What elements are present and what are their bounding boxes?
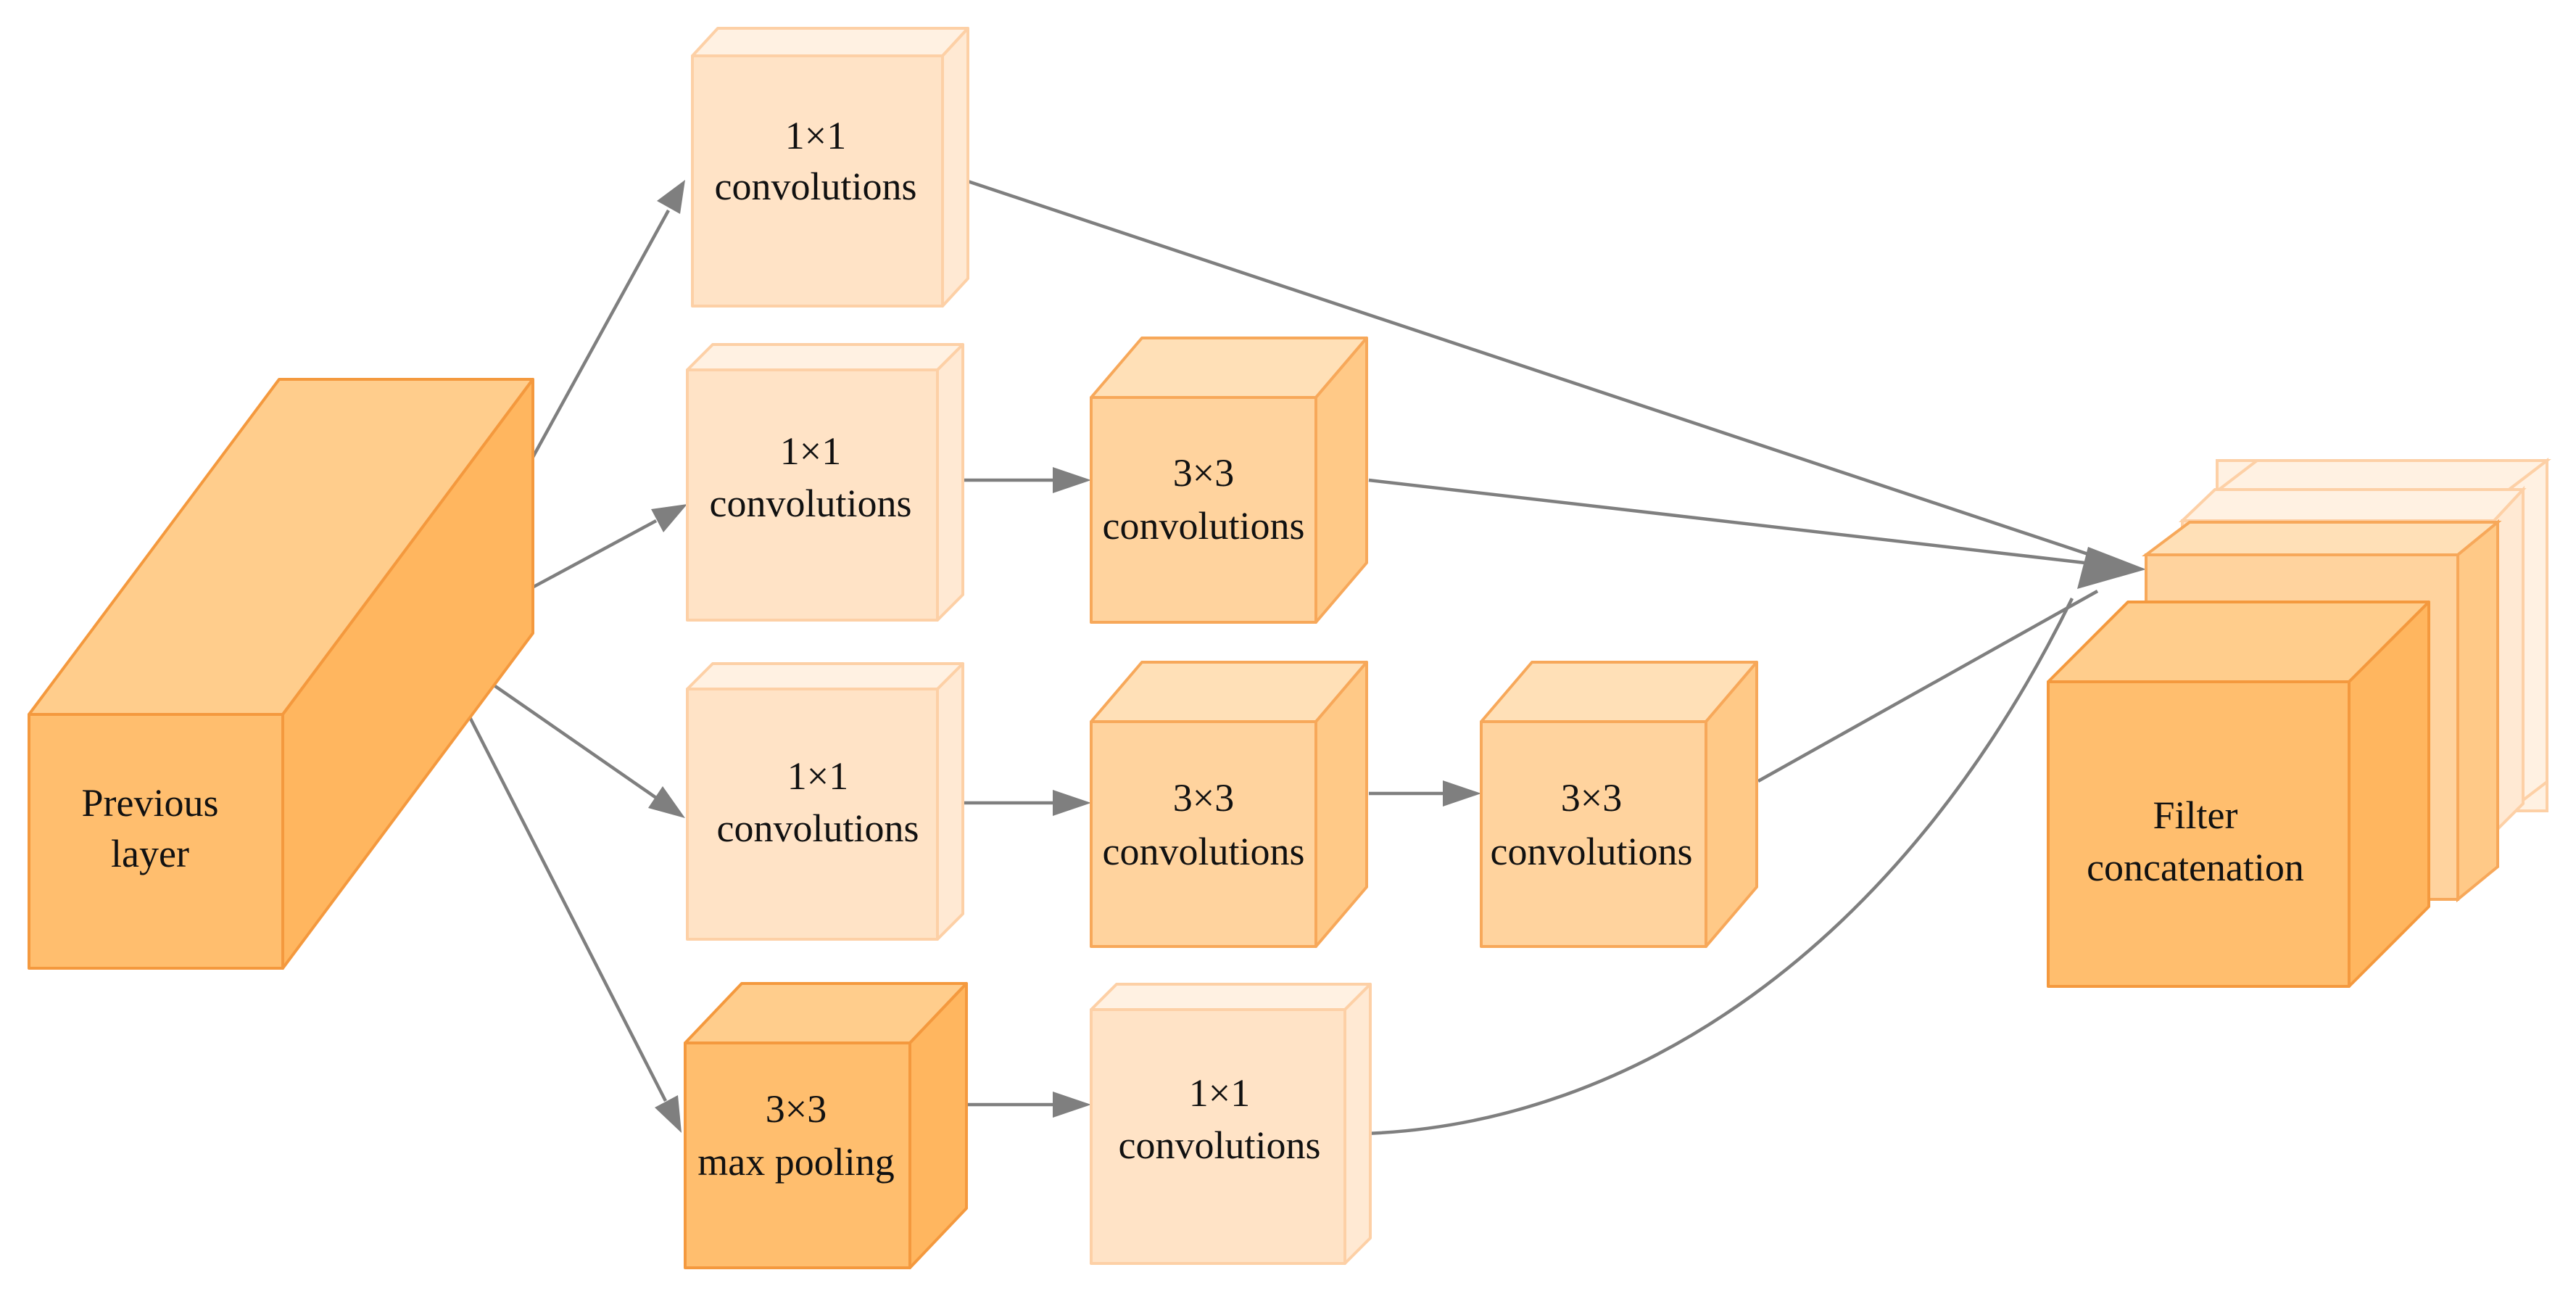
- concat-back-layer-3-top: [2213, 459, 2551, 492]
- conv3x3-branch3a-label: 3×3: [1173, 776, 1234, 820]
- maxpool-box-front: [684, 1042, 911, 1269]
- conv1x1-branch4-box-front: [1090, 1008, 1346, 1265]
- maxpool-label: max pooling: [697, 1140, 894, 1184]
- arrowhead: [648, 786, 685, 818]
- maxpool-box: [684, 982, 968, 1269]
- arrowhead: [655, 1095, 682, 1133]
- node-labels: Previous layer 1×1 convolutions 1×1 conv…: [82, 114, 2304, 1184]
- conv1x1-top-label: 1×1: [785, 114, 846, 157]
- filter-concat-label: concatenation: [2087, 846, 2304, 889]
- conv1x1-branch2-box: [686, 343, 964, 622]
- conv1x1-top-box-top: [691, 27, 969, 57]
- conv1x1-branch4-label: convolutions: [1119, 1123, 1321, 1167]
- conv1x1-branch3-box: [686, 662, 964, 941]
- conv1x1-branch3-box-top: [686, 662, 964, 690]
- conv3x3-branch3b-box-front: [1480, 720, 1707, 948]
- concat-back-layer-1-top: [2142, 521, 2502, 556]
- conv1x1-branch4-box-top: [1090, 983, 1372, 1011]
- previous-layer-box-front: [28, 713, 284, 970]
- conv3x3-branch2-label: 3×3: [1173, 451, 1234, 495]
- conv1x1-branch3-box-side: [936, 662, 964, 941]
- arrowhead: [1053, 790, 1091, 816]
- edge-branch2-to-concat: [1368, 478, 2098, 566]
- conv3x3-branch3b-box: [1480, 661, 1758, 948]
- previous-layer-label: layer: [111, 832, 189, 875]
- arrowhead: [1053, 467, 1091, 493]
- conv1x1-branch3-label: convolutions: [717, 807, 919, 850]
- conv3x3-branch3a-box: [1090, 661, 1368, 948]
- conv1x1-branch2-box-top: [686, 343, 964, 371]
- previous-layer-box: [28, 378, 534, 970]
- conv1x1-branch2-label: convolutions: [710, 482, 912, 525]
- conv3x3-branch3b-label: 3×3: [1561, 776, 1622, 820]
- filter-concat-box-front: [2047, 680, 2351, 988]
- edge-branch4-to-concat: [1364, 598, 2074, 1136]
- concat-back-layer-1-side: [2456, 519, 2499, 903]
- conv1x1-branch2-box-side: [936, 343, 964, 622]
- conv1x1-top-box-front: [691, 54, 944, 308]
- edge-conv1x1-top-to-concat: [956, 176, 2102, 561]
- conv1x1-branch3-box-front: [686, 688, 939, 941]
- node-boxes: [28, 27, 2430, 1269]
- conv1x1-top-box: [691, 27, 969, 308]
- conv1x1-branch3-label: 1×1: [787, 754, 848, 798]
- arrowhead: [657, 180, 685, 214]
- conv1x1-top-label: convolutions: [715, 165, 917, 208]
- conv1x1-branch4-label: 1×1: [1189, 1071, 1250, 1115]
- conv3x3-branch3a-box-front: [1090, 720, 1317, 948]
- conv3x3-branch3b-label: convolutions: [1491, 830, 1693, 873]
- maxpool-label: 3×3: [766, 1087, 827, 1131]
- arrowhead: [651, 504, 687, 532]
- concat-back-layer-2-top: [2179, 488, 2527, 522]
- connectors: [429, 176, 2146, 1136]
- conv1x1-branch4-box-side: [1343, 983, 1372, 1265]
- conv3x3-branch3a-label: convolutions: [1103, 830, 1305, 873]
- previous-layer-label: Previous: [82, 781, 219, 825]
- conv1x1-branch2-box-front: [686, 368, 939, 622]
- filter-concat-box: [2047, 601, 2430, 988]
- conv1x1-branch4-box: [1090, 983, 1372, 1265]
- conv3x3-branch2-label: convolutions: [1103, 504, 1305, 548]
- edge-branch3-to-concat: [1757, 590, 2099, 783]
- conv1x1-branch2-label: 1×1: [780, 429, 841, 473]
- arrowhead: [1443, 780, 1481, 807]
- conv3x3-branch2-box-front: [1090, 396, 1317, 624]
- arrowhead-concat: [2077, 547, 2146, 589]
- filter-concat-label: Filter: [2153, 793, 2238, 837]
- conv3x3-branch2-box: [1090, 337, 1368, 624]
- conv1x1-top-box-side: [941, 27, 969, 308]
- arrowhead: [1053, 1092, 1091, 1118]
